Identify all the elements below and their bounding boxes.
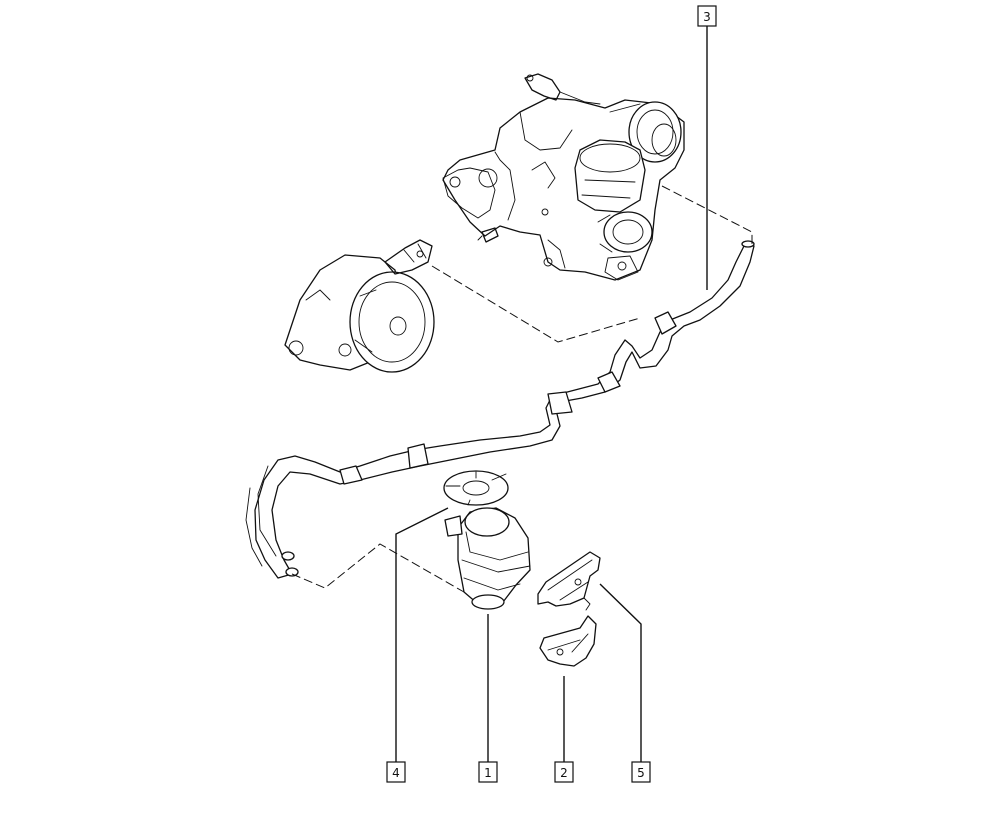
bracket-2 — [539, 615, 597, 667]
leader-line-5 — [599, 583, 642, 762]
callout-label-5: 5 — [637, 766, 645, 780]
bracket-5 — [537, 551, 601, 611]
callout-label-2: 2 — [560, 766, 568, 780]
engine-block-assembly — [442, 73, 685, 281]
callout-4: 4 — [386, 761, 406, 783]
vacuum-pump — [284, 239, 435, 373]
callout-label-3: 3 — [703, 10, 711, 24]
washer-4 — [443, 470, 509, 506]
callout-2: 2 — [554, 761, 574, 783]
vacuum-hose-3 — [245, 240, 755, 579]
callout-5: 5 — [631, 761, 651, 783]
leader-lines — [395, 26, 708, 762]
leader-line-4 — [395, 507, 449, 762]
callout-label-1: 1 — [484, 766, 492, 780]
callout-3: 3 — [697, 5, 717, 27]
callout-label-4: 4 — [392, 766, 400, 780]
solenoid-valve-1 — [444, 507, 531, 610]
connection-lines — [291, 185, 753, 593]
callout-1: 1 — [478, 761, 498, 783]
